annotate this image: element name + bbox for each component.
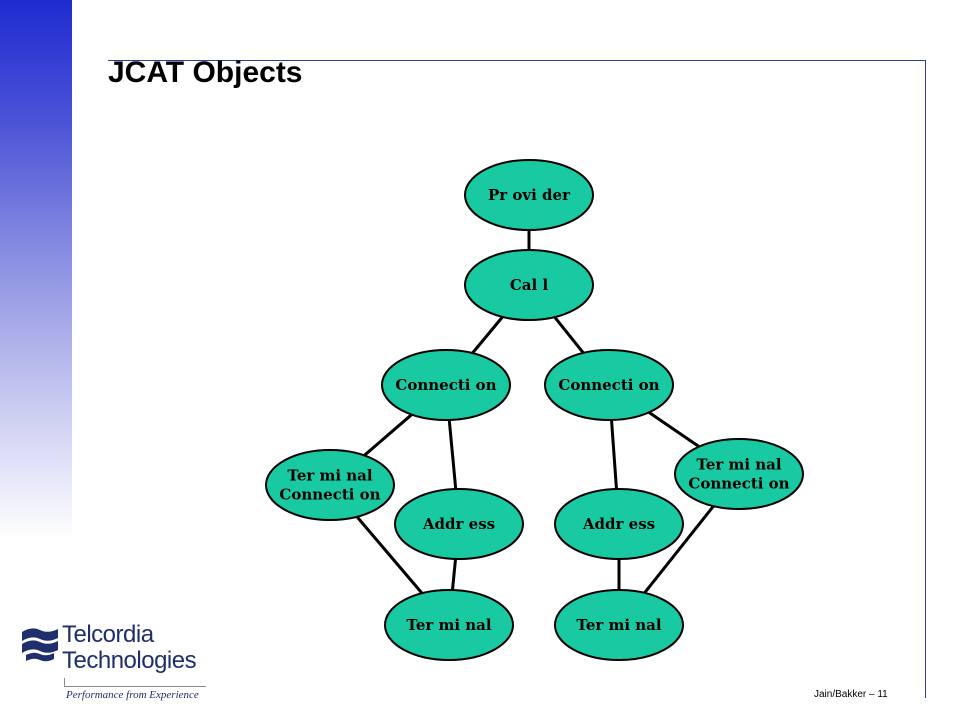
node-terminal-right: Ter mi nal xyxy=(554,589,684,661)
edge-connection-left-to-address-left xyxy=(447,419,458,490)
logo-tagline: Performance from Experience xyxy=(66,689,199,701)
node-label: Addr ess xyxy=(422,515,495,533)
edge-connection-right-to-terminal-connection-right xyxy=(648,411,700,448)
node-ellipse xyxy=(674,438,804,510)
edge-connection-left-to-terminal-connection-left xyxy=(363,413,413,457)
node-address-right: Addr ess xyxy=(554,488,684,560)
frame-right-rule xyxy=(925,60,926,698)
node-terminal-left: Ter mi nal xyxy=(384,589,514,661)
edge-call-to-connection-right xyxy=(553,316,585,354)
node-label: Connecti on xyxy=(395,376,496,394)
logo-divider-line xyxy=(64,686,206,687)
node-label: Connecti on xyxy=(558,376,659,394)
frame-top-rule xyxy=(108,60,926,61)
logo-name-line2: Technologies xyxy=(62,647,197,674)
node-provider: Pr ovi der xyxy=(464,159,594,231)
node-ellipse xyxy=(384,589,514,661)
node-label: Addr ess xyxy=(582,515,655,533)
edge-address-left-to-terminal-left xyxy=(450,558,458,591)
node-label: Ter mi nal xyxy=(696,456,782,474)
logo-wordmark: Telcordia Technologies xyxy=(62,621,197,674)
node-label: Ter mi nal xyxy=(576,616,662,634)
node-ellipse xyxy=(554,589,684,661)
side-gradient-band xyxy=(0,0,72,540)
node-connection-left: Connecti on xyxy=(381,349,511,421)
edge-terminal-connection-right-to-terminal-right xyxy=(643,505,715,594)
node-ellipse xyxy=(381,349,511,421)
edge-terminal-connection-left-to-terminal-left xyxy=(355,515,424,595)
node-label: Cal l xyxy=(510,276,549,294)
node-ellipse xyxy=(554,488,684,560)
node-label: Pr ovi der xyxy=(488,186,571,204)
node-address-left: Addr ess xyxy=(394,488,524,560)
edge-connection-right-to-address-right xyxy=(610,419,618,490)
node-label: Ter mi nal xyxy=(287,467,373,485)
node-connection-right: Connecti on xyxy=(544,349,674,421)
telcordia-mark-icon xyxy=(22,628,58,662)
node-label: Ter mi nal xyxy=(406,616,492,634)
node-call: Cal l xyxy=(464,249,594,321)
node-ellipse xyxy=(394,488,524,560)
node-label: Connecti on xyxy=(279,486,380,504)
slide-footer: Jain/Bakker – 11 xyxy=(814,689,888,700)
logo-divider-tick xyxy=(64,678,65,687)
logo-name-line1: Telcordia xyxy=(62,621,154,648)
telcordia-logo: Telcordia Technologies Performance from … xyxy=(18,620,218,710)
node-ellipse xyxy=(464,249,594,321)
edges-layer xyxy=(355,230,715,595)
node-ellipse xyxy=(544,349,674,421)
node-ellipse xyxy=(265,449,395,521)
slide-title: JCAT Objects xyxy=(108,56,303,89)
edge-call-to-connection-left xyxy=(471,315,504,355)
node-ellipse xyxy=(464,159,594,231)
node-label: Connecti on xyxy=(688,475,789,493)
